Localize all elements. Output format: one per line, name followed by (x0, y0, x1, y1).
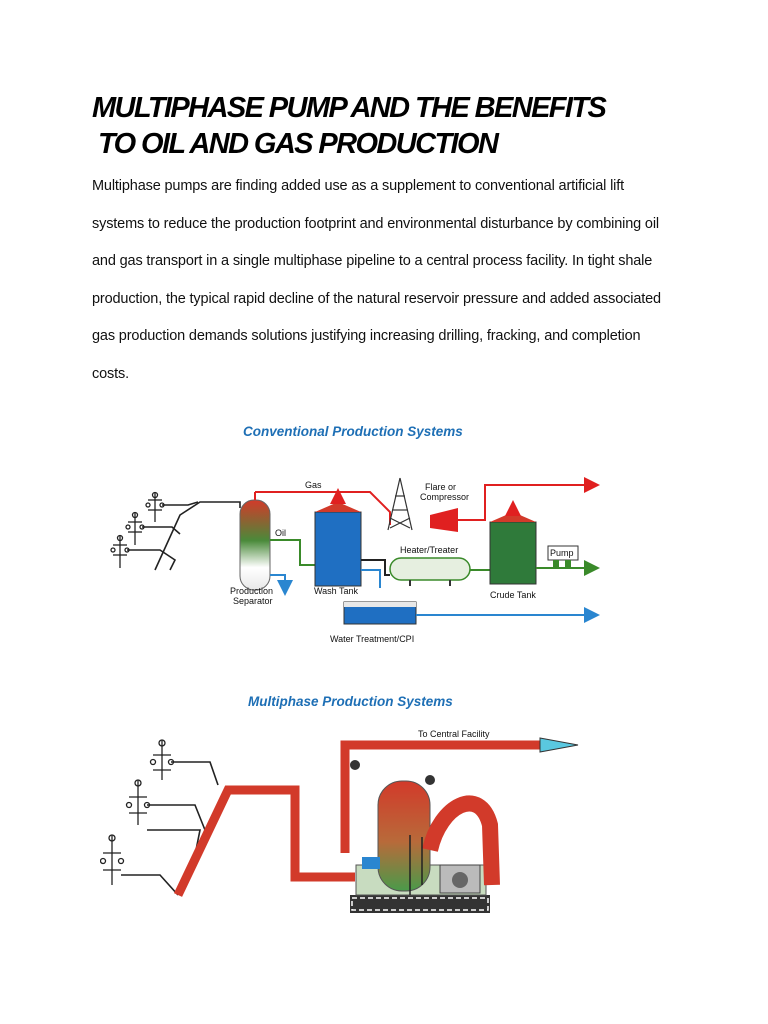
flowlines (121, 761, 219, 896)
paragraph-line: gas production demands solutions justify… (92, 328, 641, 344)
body-paragraph: Multiphase pumps are finding added use a… (92, 168, 682, 393)
figure1-title: Conventional Production Systems (243, 424, 463, 439)
paragraph-line: Multiphase pumps are finding added use a… (92, 178, 624, 194)
flare-label: Flare or (425, 482, 456, 492)
wash-tank (314, 488, 362, 587)
flare-stack-icon (387, 477, 413, 531)
pump-label: Pump (550, 548, 574, 558)
water-treatment-label: Water Treatment/CPI (330, 634, 414, 644)
wellhead-icon (100, 834, 125, 885)
flowlines (127, 501, 241, 571)
multiphase-pump-skid (350, 760, 500, 913)
gas-export-line (458, 477, 600, 521)
paragraph-line: costs. (92, 365, 129, 382)
title-line-2: TO OIL AND GAS PRODUCTION (98, 128, 499, 160)
central-facility-label: To Central Facility (418, 729, 490, 739)
paragraph-line: production, the typical rapid decline of… (92, 290, 661, 307)
heater-label: Heater/Treater (400, 545, 458, 555)
crude-tank-label: Crude Tank (490, 590, 536, 600)
oil-label: Oil (275, 528, 286, 538)
pump-icon (547, 545, 579, 568)
outlet-pipeline (340, 740, 540, 853)
paragraph-line: and gas transport in a single multiphase… (92, 253, 653, 269)
heater-treater (389, 557, 471, 586)
wellhead-icon (145, 491, 165, 522)
wellhead-icon (149, 739, 175, 780)
multiphase-pipeline (173, 785, 355, 897)
wellhead-icon (125, 779, 151, 825)
wash-tank-label: Wash Tank (314, 586, 359, 596)
document-title: MULTIPHASE PUMP AND THE BENEFITS TO OIL … (92, 90, 692, 162)
production-separator (239, 492, 271, 591)
separator-label: Production (230, 586, 273, 596)
paragraph-line: systems to reduce the production footpri… (92, 215, 659, 232)
water-treatment-unit (343, 601, 417, 625)
gas-label: Gas (305, 480, 322, 490)
multiphase-production-diagram: To Central Facility (100, 729, 579, 913)
arrow-icon (539, 737, 579, 753)
separator-label-2: Separator (233, 596, 273, 606)
compressor-label: Compressor (420, 492, 469, 502)
figure2-title: Multiphase Production Systems (248, 694, 453, 709)
compressor-icon (430, 508, 458, 532)
crude-tank (489, 500, 537, 585)
oil-line (270, 539, 315, 566)
wellhead-icon (110, 534, 130, 568)
wellhead-icon (125, 511, 145, 545)
title-line-1: MULTIPHASE PUMP AND THE BENEFITS (92, 92, 607, 124)
conventional-production-diagram: Production Separator Gas Flare or Compre… (110, 477, 600, 644)
